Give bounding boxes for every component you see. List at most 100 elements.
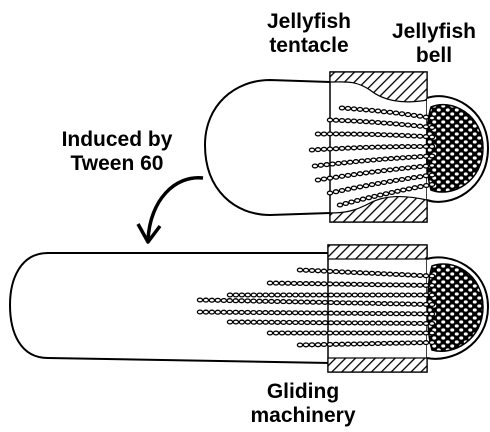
tentacle-bead bbox=[394, 293, 399, 297]
tentacle-bead bbox=[275, 300, 280, 304]
tentacle-bead bbox=[375, 109, 380, 113]
tentacle-bead bbox=[245, 320, 250, 324]
tentacle-bead bbox=[327, 270, 332, 274]
tentacle-bead bbox=[357, 132, 362, 136]
tentacle-bead bbox=[388, 302, 393, 306]
tentacle-bead bbox=[339, 282, 344, 286]
tentacle-bead bbox=[381, 145, 386, 149]
tentacle-bead bbox=[423, 145, 428, 149]
tentacle-bead bbox=[370, 301, 375, 305]
tentacle-bead bbox=[378, 193, 383, 197]
tentacle-bead bbox=[369, 145, 374, 149]
tentacle-bead bbox=[318, 163, 323, 167]
tentacle-bead bbox=[411, 283, 416, 287]
tentacle-bead bbox=[358, 301, 363, 305]
tentacle-bead bbox=[382, 312, 387, 316]
tentacle-bead bbox=[351, 186, 356, 190]
tentacle-bead bbox=[345, 282, 350, 286]
tentacle-bead bbox=[375, 342, 380, 346]
tentacle-bead bbox=[363, 184, 368, 188]
tentacle-bead bbox=[363, 331, 368, 335]
tentacle-bead bbox=[399, 283, 404, 287]
tentacle-bead bbox=[321, 177, 326, 181]
tentacle-bead bbox=[377, 158, 382, 162]
tentacle-bead bbox=[287, 311, 292, 315]
tentacle-bead bbox=[339, 174, 344, 178]
tentacle-bead bbox=[381, 331, 386, 335]
tentacle-bead bbox=[346, 311, 351, 315]
lower-body-outline bbox=[10, 253, 330, 363]
tentacle-bead bbox=[424, 293, 429, 297]
tentacle-bead bbox=[423, 174, 428, 178]
tentacle-bead bbox=[399, 178, 404, 182]
tentacle-bead bbox=[381, 110, 386, 114]
tentacle-bead bbox=[351, 146, 356, 150]
tentacle-bead bbox=[209, 298, 214, 302]
tentacle-bead bbox=[387, 272, 392, 276]
tentacle-bead bbox=[417, 124, 422, 128]
tentacle-bead bbox=[267, 281, 272, 285]
tentacle-bead bbox=[411, 331, 416, 335]
tentacle-bead bbox=[345, 146, 350, 150]
tentacle-bead bbox=[267, 331, 272, 335]
tentacle-bead bbox=[309, 269, 314, 273]
tentacle-bead bbox=[387, 283, 392, 287]
tentacle-bead bbox=[370, 293, 375, 297]
tentacle-bead bbox=[275, 311, 280, 315]
tentacle-bead bbox=[340, 311, 345, 315]
tentacle-bead bbox=[345, 331, 350, 335]
tentacle-bead bbox=[321, 331, 326, 335]
tentacle-bead bbox=[401, 188, 406, 192]
tentacle-bead bbox=[411, 124, 416, 128]
tentacle-bead bbox=[429, 183, 434, 187]
tentacle-bead bbox=[327, 176, 332, 180]
tentacle-bead bbox=[359, 159, 364, 163]
tentacle-bead bbox=[299, 321, 304, 325]
tentacle-bead bbox=[251, 293, 256, 297]
tentacle-bead bbox=[370, 312, 375, 316]
tentacle-bead bbox=[405, 283, 410, 287]
tentacle-bead bbox=[299, 293, 304, 297]
tentacle-bead bbox=[393, 133, 398, 137]
tentacle-bead bbox=[357, 185, 362, 189]
tentacle-bead bbox=[417, 165, 422, 169]
tentacle-bead bbox=[297, 282, 302, 286]
tentacle-bead bbox=[372, 195, 377, 199]
tentacle-bead bbox=[411, 273, 416, 277]
tentacle-bead bbox=[363, 171, 368, 175]
tentacle-bead bbox=[369, 283, 374, 287]
tentacle-bead bbox=[269, 293, 274, 297]
label-induced-by-tween: Induced by Tween 60 bbox=[42, 128, 192, 176]
upper-hatch-bottom bbox=[330, 197, 427, 222]
tentacle-bead bbox=[310, 311, 315, 315]
tentacle-bead bbox=[411, 114, 416, 118]
label-tentacle-line-2: tentacle bbox=[248, 34, 370, 58]
tentacle-bead bbox=[393, 167, 398, 171]
tentacle-bead bbox=[411, 134, 416, 138]
tentacle-bead bbox=[345, 107, 350, 111]
tentacle-bead bbox=[369, 170, 374, 174]
tentacle-bead bbox=[429, 312, 434, 316]
tentacle-bead bbox=[351, 132, 356, 136]
tentacle-bead bbox=[363, 342, 368, 346]
lower-gliding-box bbox=[328, 245, 427, 372]
tentacle-bead bbox=[400, 156, 405, 160]
label-induced-line-2: Tween 60 bbox=[42, 152, 192, 176]
tentacle-bead bbox=[293, 311, 298, 315]
tentacle-bead bbox=[429, 331, 434, 335]
tentacle-bead bbox=[418, 302, 423, 306]
tentacle-bead bbox=[322, 311, 327, 315]
tentacle-bead bbox=[400, 293, 405, 297]
tentacle-bead bbox=[381, 342, 386, 346]
tentacle-bead bbox=[369, 133, 374, 137]
tentacle-bead bbox=[324, 163, 329, 167]
tentacle-bead bbox=[400, 312, 405, 316]
tentacle-bead bbox=[382, 293, 387, 297]
tentacle-bead bbox=[273, 281, 278, 285]
tentacle-bead bbox=[245, 293, 250, 297]
tentacle-bead bbox=[423, 135, 428, 139]
tentacle-bead bbox=[281, 293, 286, 297]
tentacle-bead bbox=[334, 301, 339, 305]
tentacle-bead bbox=[334, 293, 339, 297]
tentacle-bead bbox=[429, 145, 434, 149]
